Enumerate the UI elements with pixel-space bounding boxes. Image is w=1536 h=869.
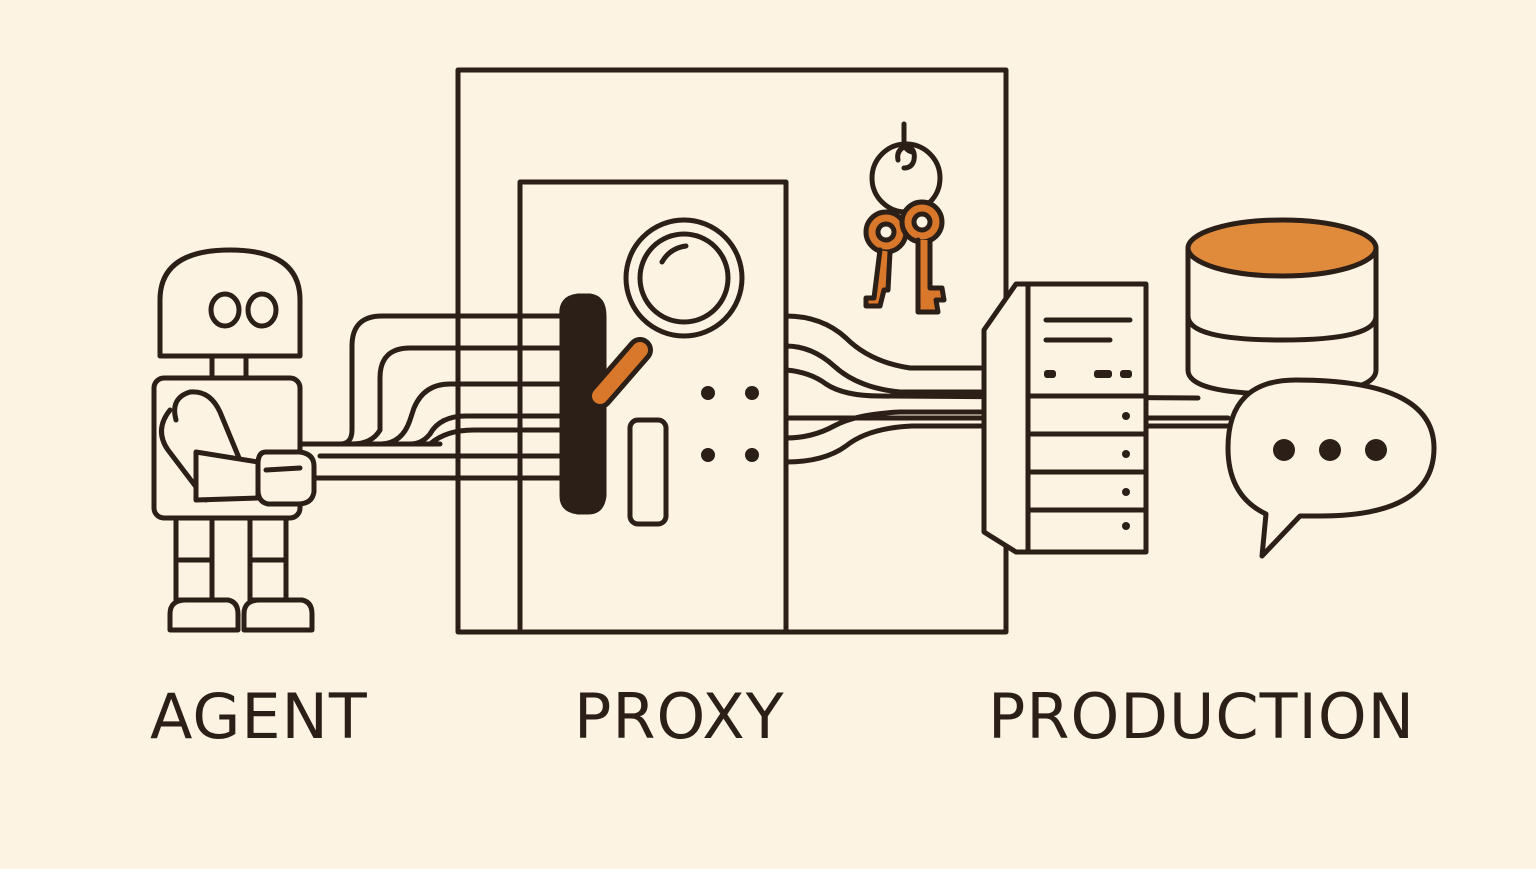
robot-hand — [255, 449, 317, 507]
agent-pipes — [297, 313, 593, 481]
production-label: PRODUCTION — [988, 680, 1416, 753]
robot-arm — [172, 389, 247, 473]
agent-label: AGENT — [150, 680, 368, 753]
speech-bubble-icon — [1225, 377, 1437, 559]
server-side-panel — [981, 281, 1033, 555]
proxy-label: PROXY — [574, 680, 785, 753]
key-ring-icon — [863, 121, 947, 315]
robot-foot-left — [167, 597, 241, 633]
database-icon — [1185, 217, 1379, 397]
door-handle — [627, 417, 669, 527]
magnifying-glass-icon — [587, 217, 745, 409]
chat-typing-dots — [1273, 439, 1387, 461]
robot-icon — [151, 247, 317, 633]
server-rack-icon — [981, 281, 1149, 555]
robot-eye-left — [208, 291, 242, 329]
robot-foot-right — [241, 597, 315, 633]
robot-eye-right — [245, 291, 279, 329]
door-dots — [701, 386, 759, 462]
